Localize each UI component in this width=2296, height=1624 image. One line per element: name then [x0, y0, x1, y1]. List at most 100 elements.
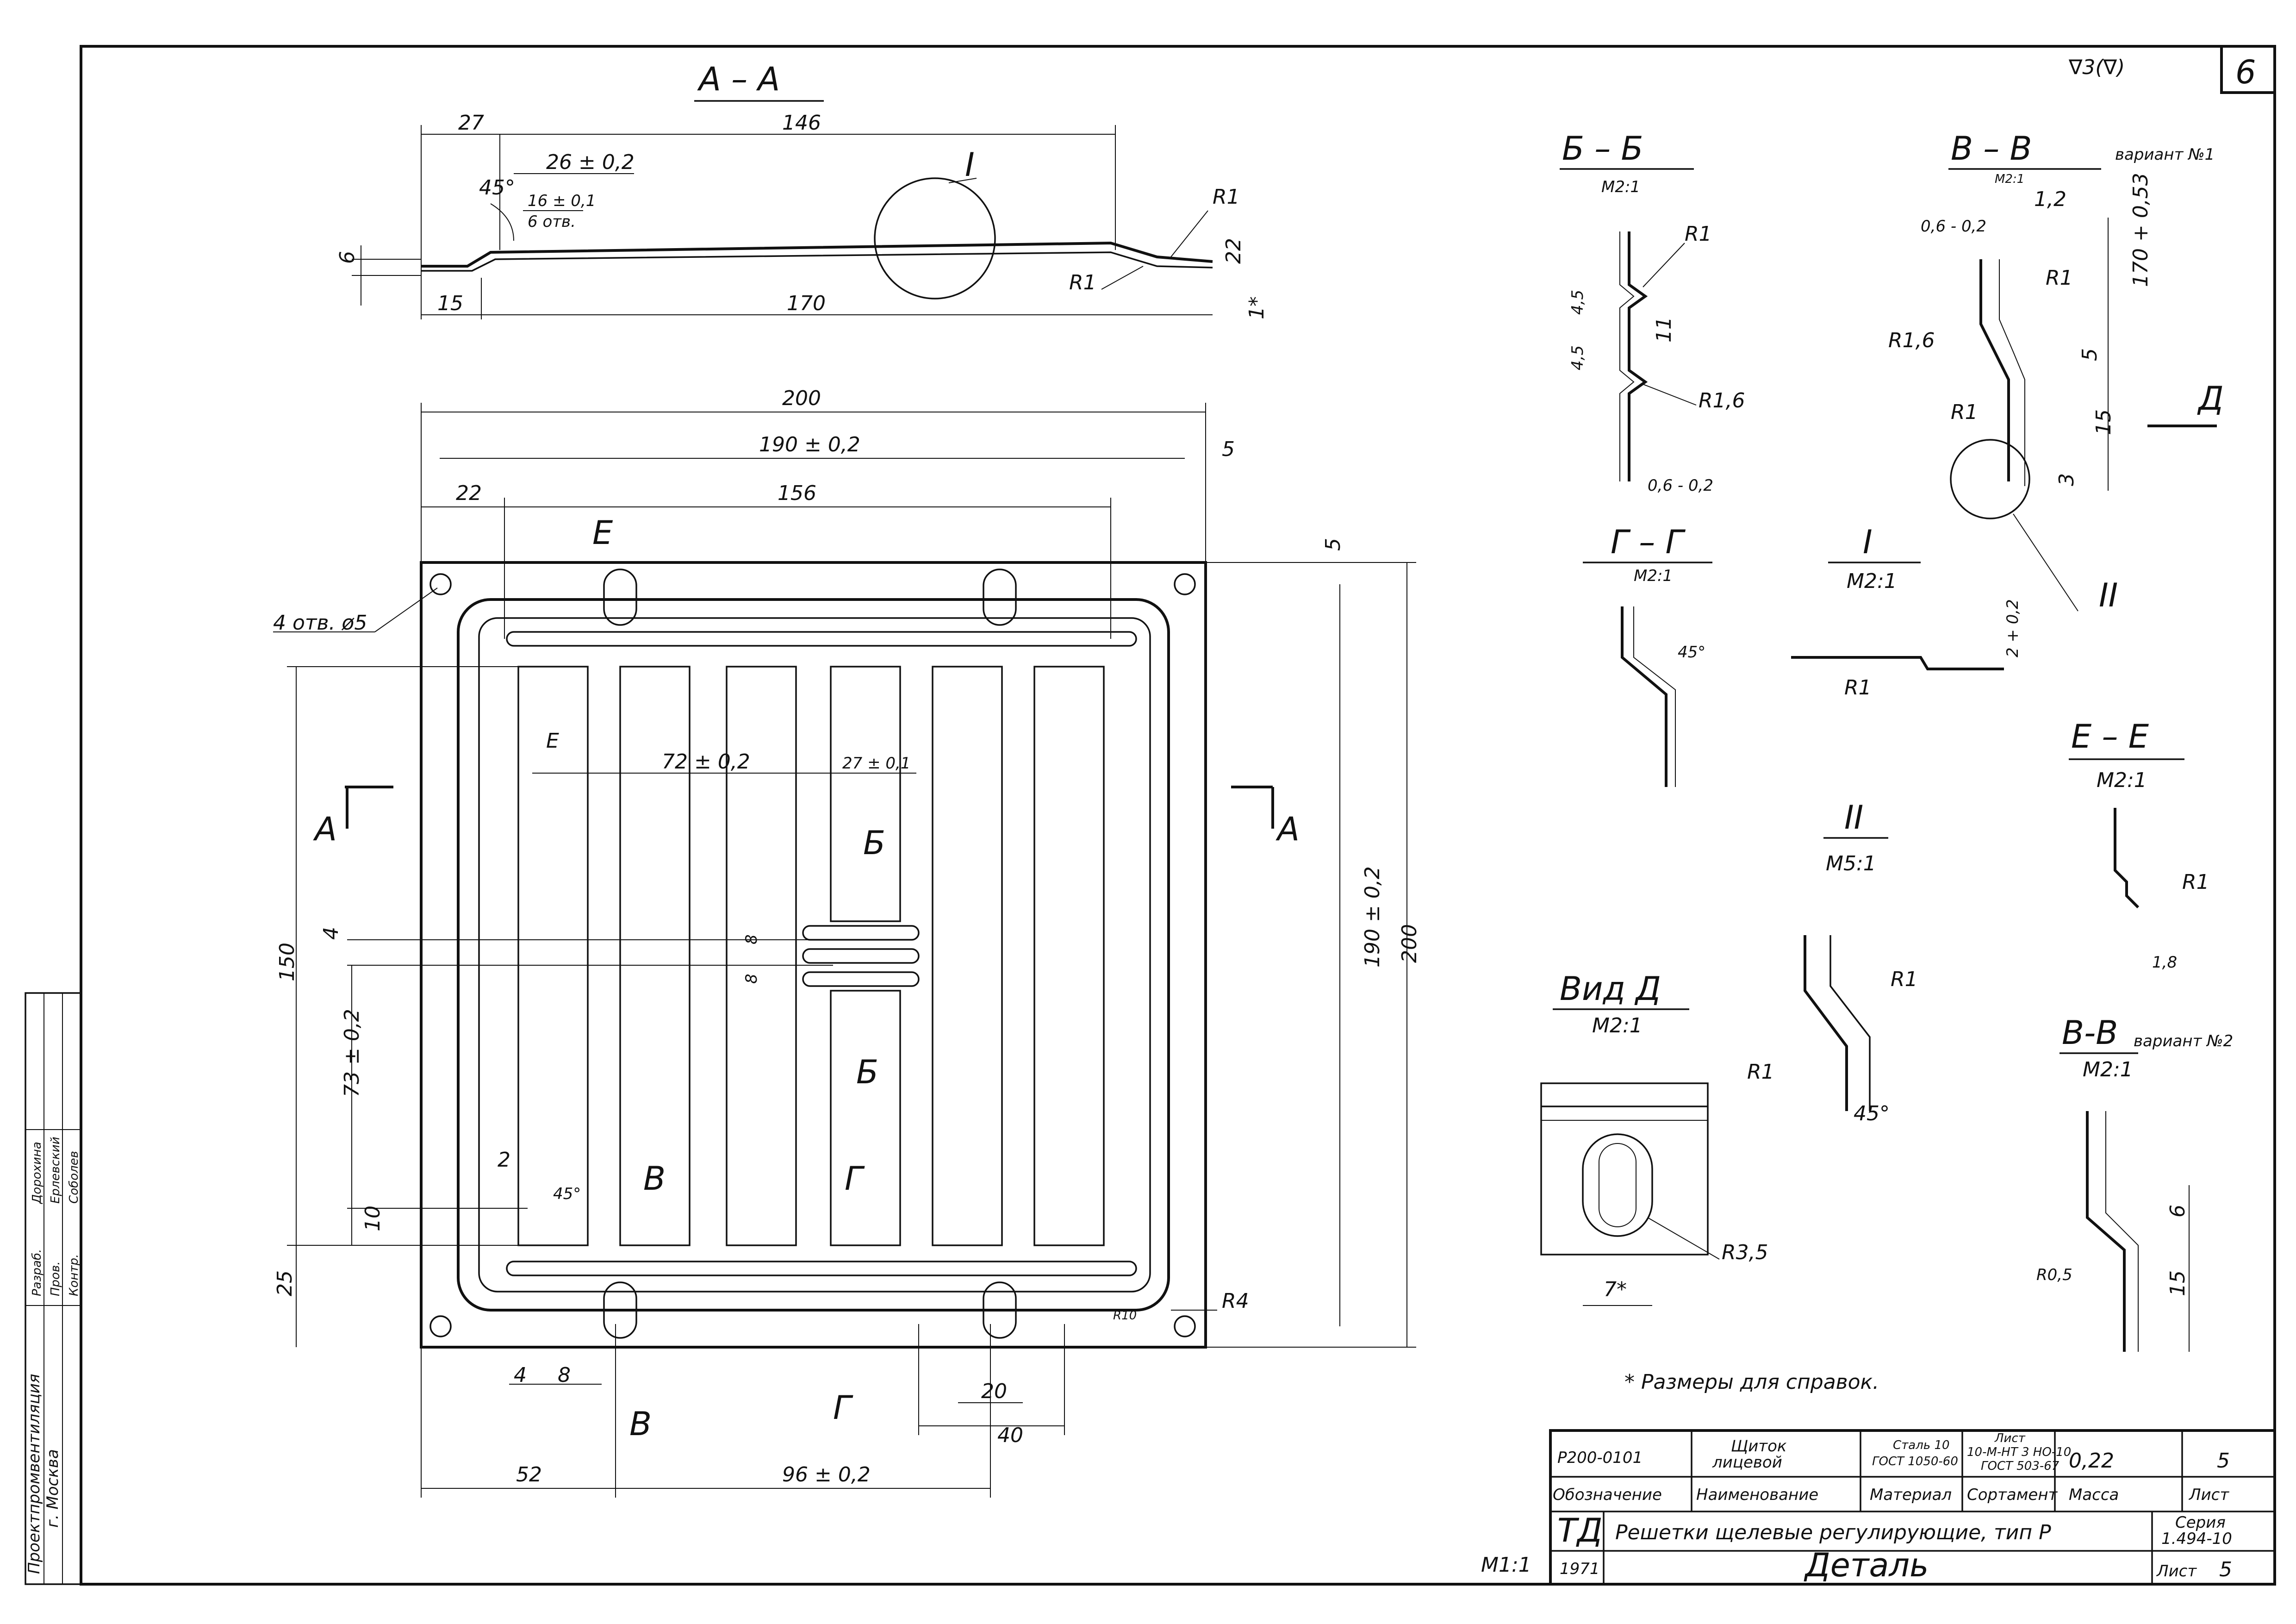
leader: [1101, 266, 1144, 290]
detail-II: II М5:1 R1 R1 45°: [1747, 799, 1918, 1125]
plate-outline: [420, 561, 1207, 1349]
tb-h-mass: Масса: [2069, 1486, 2119, 1504]
detail-I-profile: [1791, 656, 2004, 670]
dim-6-holes: 6 отв.: [528, 212, 576, 231]
leader: [1647, 1217, 1720, 1260]
scale-note: М1:1: [1481, 1553, 1531, 1577]
leader: [2013, 513, 2078, 612]
stamp-role-3: Контр.: [67, 1254, 81, 1296]
slot: [830, 666, 901, 922]
section-e-e-title: Е – Е: [2071, 718, 2149, 756]
left-stamp: Проектпромвентиляция г. Москва Разраб. П…: [25, 992, 82, 1585]
section-mark-b-top: Б: [863, 824, 885, 862]
section-v-v-1-scale: М2:1: [1995, 172, 2024, 186]
view-d-title: Вид Д: [1560, 970, 1661, 1008]
vv1-r1-b: R1: [1951, 400, 1978, 424]
tb-h-designation: Обозначение: [1553, 1486, 1662, 1504]
detail-II-label: II: [2099, 576, 2118, 614]
section-b-b: Б – Б М2:1 R1 4,5 11 4,5 R1,6 0,6 - 0,2: [1560, 130, 1745, 495]
detail-II-profile: [1804, 935, 1848, 1111]
bb-45-a: 4,5: [1568, 290, 1587, 315]
section-e-e: Е – Е М2:1 R1 1,8: [2069, 718, 2209, 972]
detail-I-scale: М2:1: [1847, 569, 1897, 593]
stamp-person-3: Соболев: [67, 1151, 81, 1204]
tb-sheet: 5: [2217, 1449, 2230, 1473]
section-mark-v-bottom: В: [629, 1405, 652, 1443]
dim-190-right: 190 ± 0,2: [1361, 866, 1384, 968]
dim-170: 170: [787, 292, 826, 315]
dim-150: 150: [275, 943, 299, 981]
view-d-r35: R3,5: [1722, 1241, 1768, 1264]
vv2-15: 15: [2166, 1270, 2190, 1296]
gg-45: 45°: [1678, 643, 1705, 662]
tab-slot: [983, 568, 1017, 626]
dim-16: 16 ± 0,1: [528, 192, 596, 210]
view-d-scale: М2:1: [1592, 1014, 1643, 1037]
ee-profile: [2114, 808, 2140, 909]
reference-note: * Размеры для справок.: [1624, 1370, 1879, 1394]
tb-name-2: лицевой: [1712, 1453, 1782, 1472]
gg-profile: [1621, 606, 1668, 787]
dim-40: 40: [997, 1424, 1023, 1447]
dim-72: 72 ± 0,2: [662, 750, 750, 774]
tb-h-name: Наименование: [1696, 1486, 1818, 1504]
mount-hole: [1174, 1315, 1196, 1337]
section-mark-e-top: Е: [592, 514, 613, 552]
sheet-number-box: [2220, 45, 2276, 94]
dim-4-left: 4: [319, 927, 343, 940]
vv1-12: 1,2: [2034, 187, 2066, 211]
sheet-frame: [80, 45, 2276, 1586]
view-d-arrow-label: Д: [2197, 380, 2224, 418]
slot: [932, 666, 1003, 1246]
tb-subtitle: Деталь: [1804, 1546, 1929, 1584]
detail-I-circle: [874, 177, 996, 300]
tb-h-material: Материал: [1870, 1486, 1952, 1504]
leader: [1170, 210, 1208, 257]
section-mark-a-left: А: [313, 810, 337, 848]
stamp-frame: [25, 992, 82, 1585]
tb-designation: Р200-0101: [1557, 1449, 1643, 1467]
stamp-role-2: Пров.: [49, 1261, 62, 1296]
tb-material-1: Сталь 10: [1893, 1438, 1950, 1452]
detail-I-2: 2 + 0,2: [2004, 599, 2022, 657]
dim-96: 96 ± 0,2: [782, 1463, 871, 1487]
mount-hole: [429, 573, 452, 595]
tb-material-2: ГОСТ 1050-60: [1872, 1455, 1958, 1468]
tab-slot: [983, 1281, 1017, 1339]
stamp-role-1: Разраб.: [30, 1249, 44, 1296]
bb-11: 11: [1652, 317, 1676, 343]
bb-06: 0,6 - 0,2: [1648, 476, 1713, 495]
dim-190-top: 190 ± 0,2: [759, 433, 860, 456]
dim-2: 2: [498, 1148, 510, 1172]
ee-r1: R1: [2182, 870, 2209, 894]
stamp-org: Проектпромвентиляция: [25, 1374, 44, 1574]
inner-frame-inner: [478, 617, 1151, 1293]
stamp-person-1: Дорохина: [30, 1142, 44, 1204]
dim-r1-bottom: R1: [1069, 271, 1096, 294]
dim-25: 25: [273, 1270, 297, 1296]
section-v-v-2-scale: М2:1: [2083, 1058, 2133, 1081]
bb-r16: R1,6: [1699, 389, 1745, 412]
dim-26: 26 ± 0,2: [546, 150, 635, 174]
section-v-v-2: В-В вариант №2 М2:1 6 R0,5 15: [2036, 1014, 2233, 1352]
section-a-a: А – А I 27 146 26 ± 0,2 16 ± 0,1 6 отв. …: [336, 60, 1269, 319]
detail-II-profile-2: [1829, 935, 1871, 1111]
dim-10: 10: [361, 1206, 385, 1231]
slot: [517, 666, 589, 1246]
tab-slot: [603, 1281, 637, 1339]
tb-assort-2: 10-М-НТ 3 НО-10: [1967, 1445, 2071, 1459]
stamp-person-2: Ерлевский: [49, 1137, 62, 1204]
slot: [1033, 666, 1105, 1246]
vv1-r1: R1: [2046, 266, 2073, 290]
detail-II-title: II: [1844, 799, 1863, 837]
dim-8-bottom: 8: [558, 1363, 571, 1387]
title-block: Р200-0101 Щиток лицевой Сталь 10 ГОСТ 10…: [1481, 1429, 2276, 1586]
slot: [830, 990, 901, 1246]
angle-arc: [490, 203, 514, 241]
section-v-v-1-title: В – В: [1951, 130, 2032, 168]
detail-I: I М2:1 R1 2 + 0,2: [1791, 523, 2022, 700]
title-block-frame: [1549, 1429, 2276, 1586]
dim-22: 22: [456, 481, 482, 505]
leader: [1643, 384, 1697, 406]
